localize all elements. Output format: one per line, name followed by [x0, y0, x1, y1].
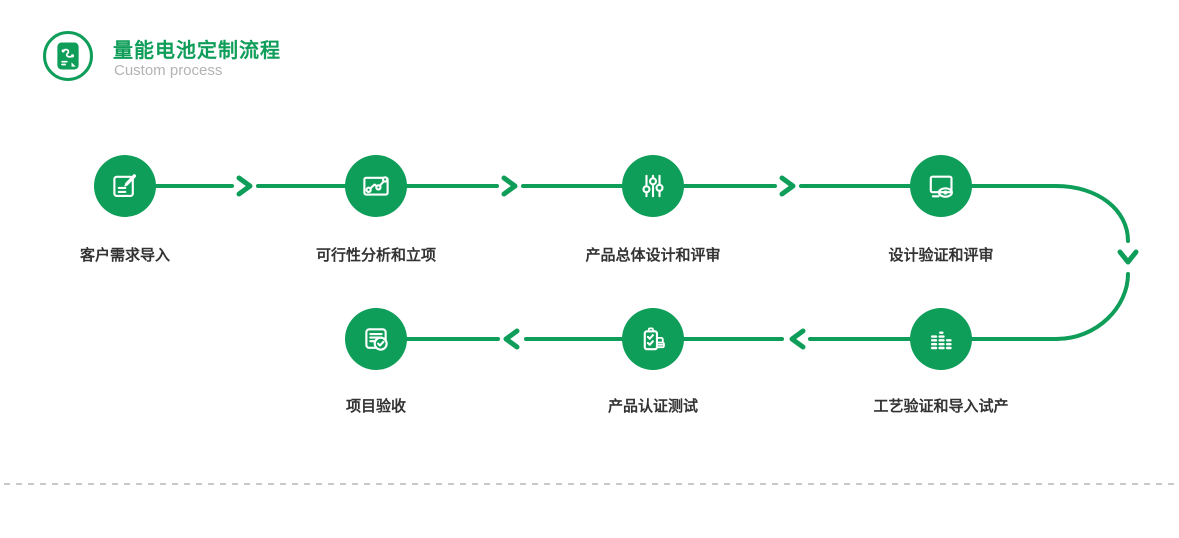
step-label: 可行性分析和立项: [315, 247, 436, 264]
step-label: 工艺验证和导入试产: [873, 398, 1009, 415]
step-circle: [622, 308, 684, 370]
step-node-2: 可行性分析和立项: [276, 155, 476, 265]
dashed-divider: [4, 483, 1174, 485]
arrow-left-icon: [789, 328, 806, 350]
arrow-right-icon: [779, 175, 796, 197]
step-label: 设计验证和评审: [888, 247, 994, 264]
equalizer-bars-icon: [930, 331, 952, 350]
page-title: 量能电池定制流程: [113, 40, 281, 62]
step-circle: [622, 155, 684, 217]
step-label: 产品认证测试: [607, 398, 698, 415]
step-label: 项目验收: [345, 398, 406, 415]
flow-document-icon: [57, 42, 79, 70]
step-circle: [910, 308, 972, 370]
step-circle: [345, 155, 407, 217]
step-circle: [910, 155, 972, 217]
step-node-6: 产品认证测试: [553, 308, 753, 416]
step-label: 产品总体设计和评审: [585, 247, 721, 264]
edit-document-icon: [113, 174, 137, 197]
arrow-right-icon: [236, 175, 253, 197]
document-check-icon: [365, 328, 388, 351]
monitor-review-icon: [929, 175, 953, 198]
step-circle: [94, 155, 156, 217]
step-node-7: 项目验收: [276, 308, 476, 416]
sliders-icon: [642, 174, 664, 198]
line-chart-icon: [363, 176, 389, 196]
page-subtitle: Custom process: [114, 62, 223, 79]
arrow-down-icon: [1117, 249, 1139, 265]
step-node-5: 工艺验证和导入试产: [841, 308, 1041, 416]
arrow-left-icon: [503, 328, 520, 350]
arrow-right-icon: [501, 175, 518, 197]
step-node-3: 产品总体设计和评审: [553, 155, 753, 265]
step-circle: [345, 308, 407, 370]
certification-test-icon: [643, 327, 665, 351]
header-badge: [43, 31, 93, 81]
step-node-1: 客户需求导入: [25, 155, 225, 265]
step-node-4: 设计验证和评审: [841, 155, 1041, 265]
connector-arrows: [236, 175, 1139, 350]
step-label: 客户需求导入: [79, 247, 170, 264]
